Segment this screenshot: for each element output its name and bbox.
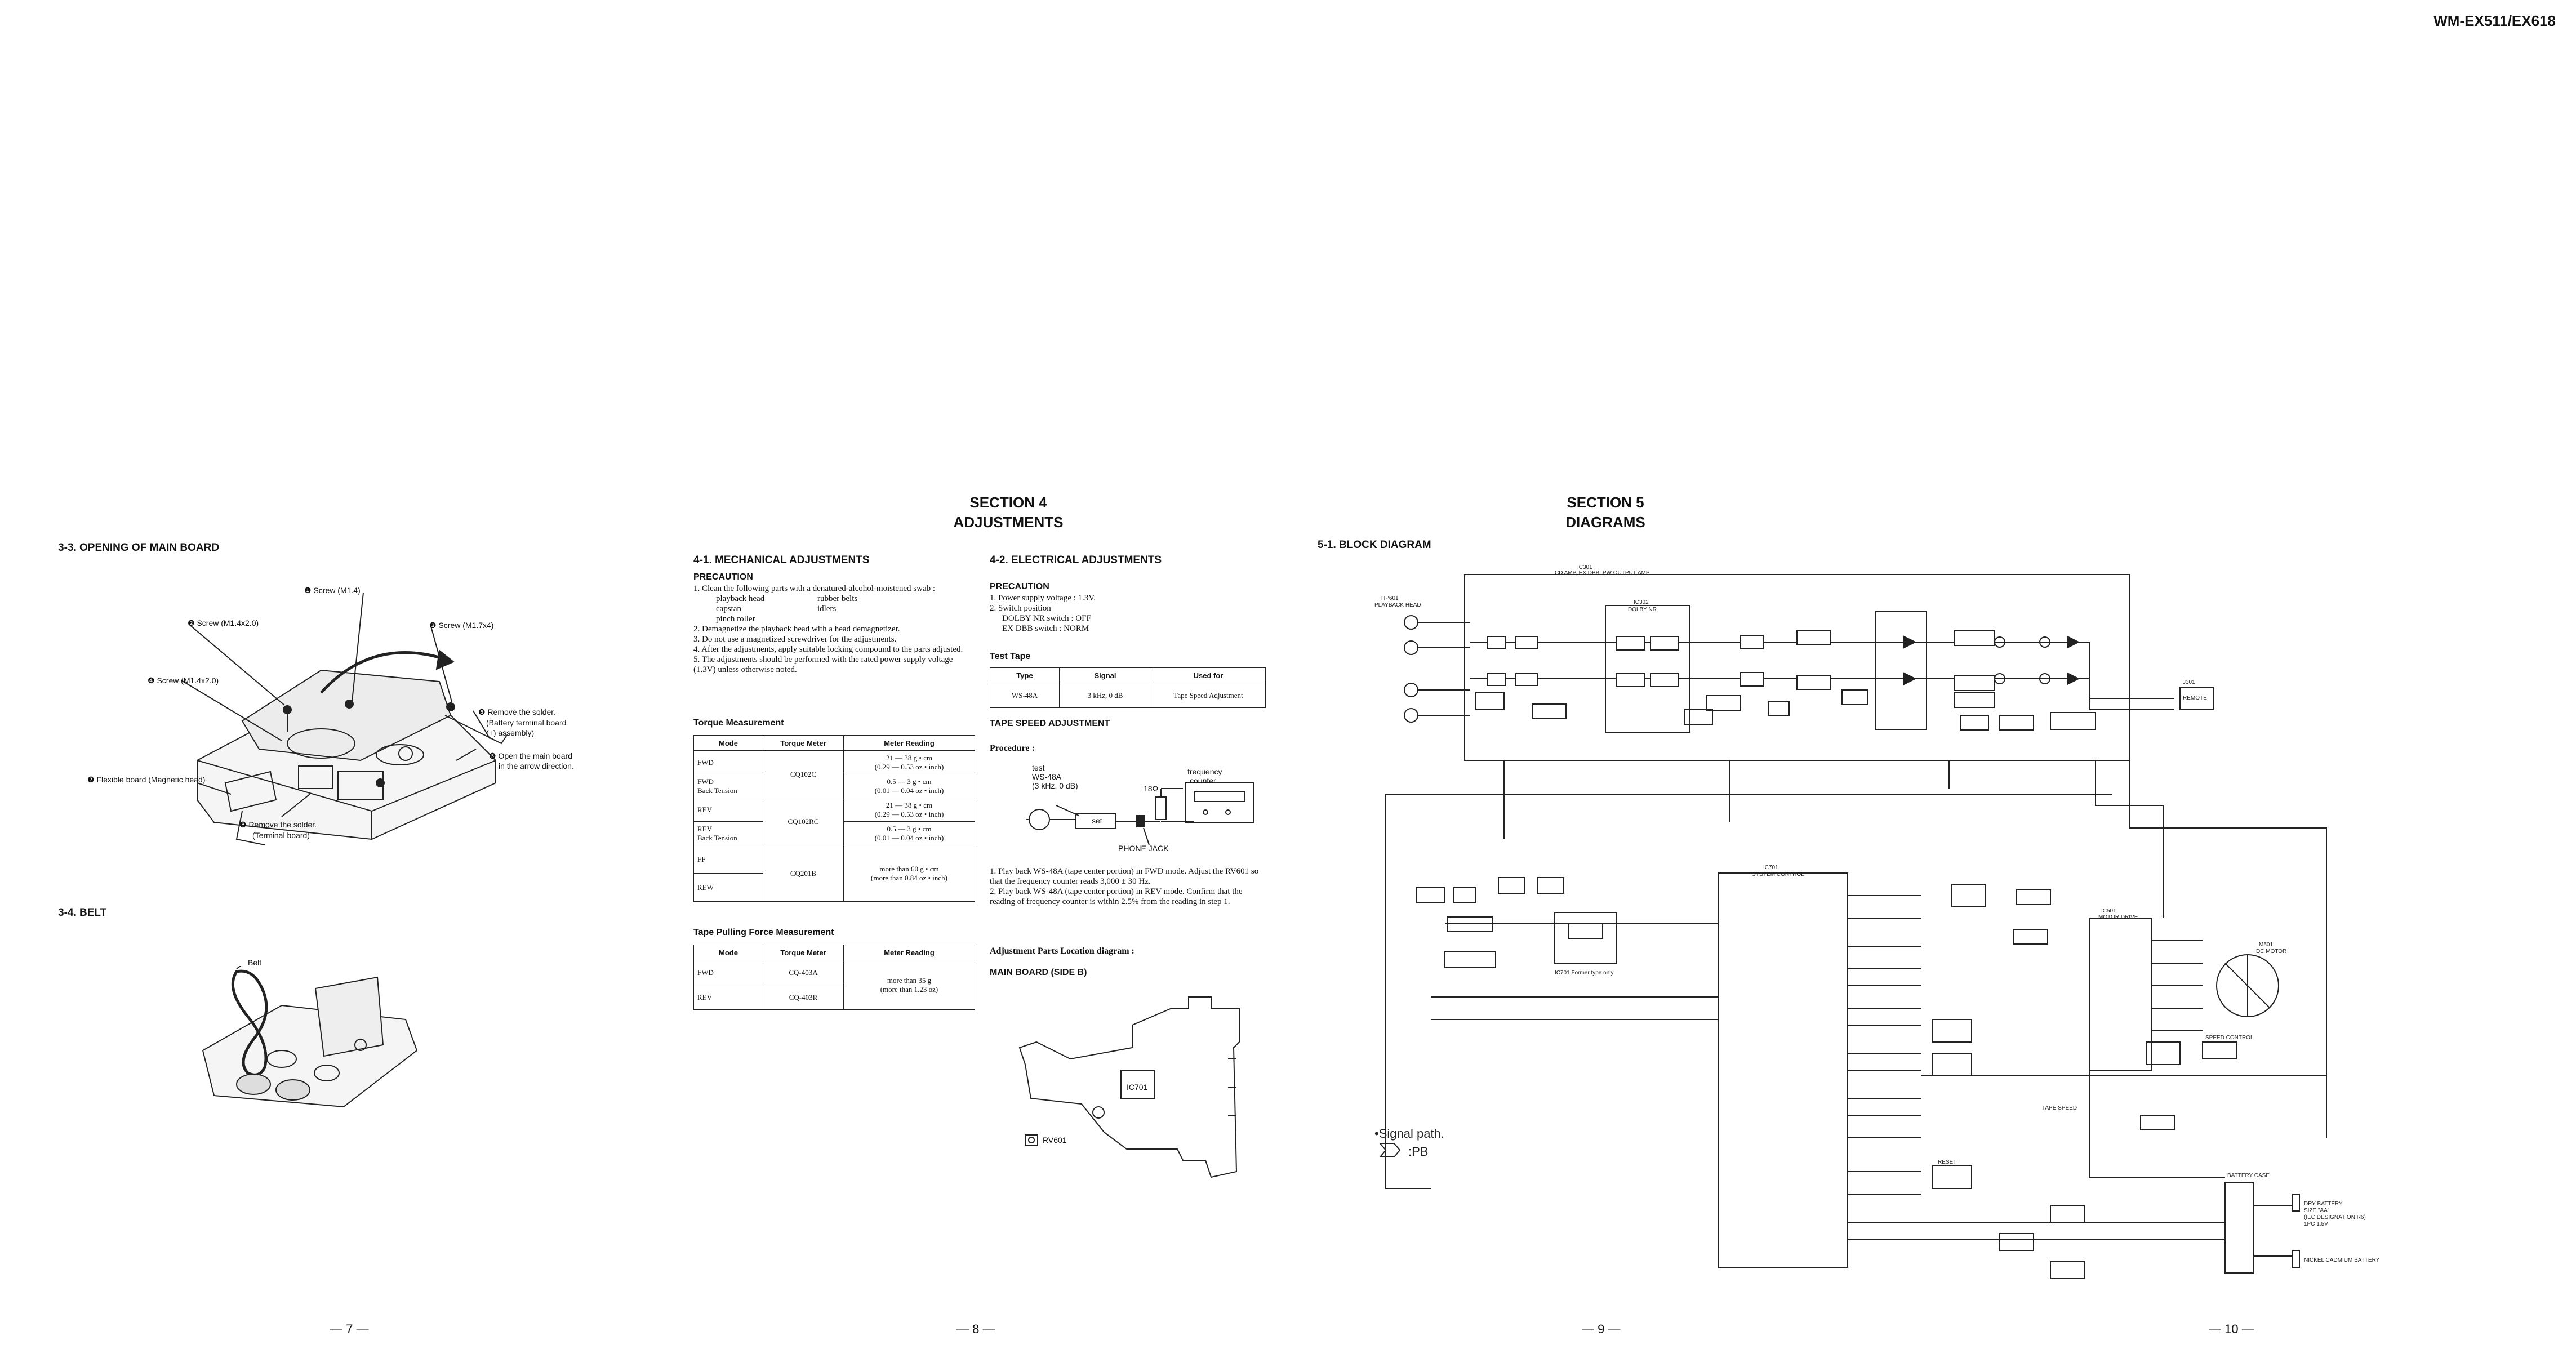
callout-terminal-board: (Terminal board) <box>252 831 310 840</box>
document-model: WM-EX511/EX618 <box>2433 12 2556 29</box>
label-dry-battery: DRY BATTERY <box>2304 1201 2343 1207</box>
callout-flexible-board: ❼ Flexible board (Magnetic head) <box>87 775 206 784</box>
label-dry-battery-size: SIZE "AA" <box>2304 1208 2330 1214</box>
label-ic302: IC302 <box>1634 599 1649 605</box>
proc-label-signal: (3 kHz, 0 dB) <box>1032 781 1078 790</box>
callout-screw-4: ❹ Screw (M1.4x2.0) <box>148 676 219 685</box>
block-diagram-title: 5-1. BLOCK DIAGRAM <box>1318 539 1431 551</box>
label-battery-case: BATTERY CASE <box>2227 1173 2270 1179</box>
pulling-force-title: Tape Pulling Force Measurement <box>693 928 834 937</box>
mech-precaution-label: PRECAUTION <box>693 572 753 582</box>
tape-speed-adjustment-title: TAPE SPEED ADJUSTMENT <box>990 719 1110 728</box>
label-j301-desc: REMOTE <box>2183 695 2207 701</box>
label-speed-control: SPEED CONTROL <box>2205 1035 2254 1041</box>
adjustment-location-title: Adjustment Parts Location diagram : <box>990 946 1134 956</box>
test-tape-table: Type Signal Used for WS-48A 3 kHz, 0 dB … <box>990 667 1266 708</box>
label-ic302-desc: DOLBY NR <box>1628 607 1657 613</box>
label-ic301-desc: CD AMP, EX DBB, PW OUTPUT AMP <box>1555 570 1650 576</box>
board-label-rv601: RV601 <box>1043 1136 1067 1145</box>
procedure-steps: 1. Play back WS-48A (tape center portion… <box>990 867 1259 906</box>
tape-speed-setup-diagram <box>1026 782 1254 845</box>
test-tape-title: Test Tape <box>990 652 1031 661</box>
proc-label-ws48a: WS-48A <box>1032 772 1062 781</box>
elec-precaution-list: 1. Power supply voltage : 1.3V. 2. Switc… <box>990 594 1096 633</box>
block-diagram: IC301 CD AMP, EX DBB, PW OUTPUT AMP IC30… <box>1374 564 2380 1279</box>
label-ic501-desc: MOTOR DRIVE <box>2098 914 2138 920</box>
page-number-7: — 7 — <box>330 1322 369 1336</box>
label-ic301: IC301 <box>1577 564 1592 571</box>
section-3-3-title: 3-3. OPENING OF MAIN BOARD <box>58 542 220 554</box>
main-board-side-b-title: MAIN BOARD (SIDE B) <box>990 968 1087 977</box>
callout-screw-2: ❷ Screw (M1.4x2.0) <box>188 618 259 627</box>
page-number-10: — 10 — <box>2209 1322 2254 1336</box>
signal-path-legend: •Signal path. <box>1374 1126 1444 1141</box>
label-hp601: HP601 <box>1381 595 1399 602</box>
proc-label-counter: counter <box>1190 776 1216 785</box>
callout-battery-terminal: (Battery terminal board <box>486 718 567 727</box>
callout-remove-solder-battery: ❺ Remove the solder. <box>478 707 556 716</box>
label-j301: J301 <box>2183 679 2195 685</box>
mech-adjustments-title: 4-1. MECHANICAL ADJUSTMENTS <box>693 554 870 566</box>
proc-label-frequency: frequency <box>1187 767 1222 776</box>
section-5-heading: SECTION 5 <box>1567 494 1644 511</box>
pulling-force-table: Mode Torque Meter Meter Reading FWD CQ-4… <box>693 945 975 1010</box>
label-ic701-desc: SYSTEM CONTROL <box>1752 871 1804 878</box>
callout-battery-terminal-assembly: (+) assembly) <box>486 728 535 737</box>
label-tape-speed: TAPE SPEED <box>2042 1105 2077 1111</box>
main-board-exploded-illustration <box>181 592 508 845</box>
label-hp601-desc: PLAYBACK HEAD <box>1374 602 1421 608</box>
label-cpu-note: IC701 Former type only <box>1555 970 1614 976</box>
torque-table: Mode Torque Meter Meter Reading FWD CQ10… <box>693 735 975 902</box>
label-dry-battery-iec: (IEC DESIGNATION R6) <box>2304 1214 2366 1221</box>
section-4-heading: SECTION 4 <box>969 494 1047 511</box>
page-number-9: — 9 — <box>1582 1322 1621 1336</box>
board-label-ic701: IC701 <box>1127 1083 1148 1092</box>
proc-label-phone-jack: PHONE JACK <box>1118 844 1169 853</box>
belt-label: Belt <box>248 958 262 967</box>
proc-label-set: set <box>1092 816 1102 825</box>
label-ic501: IC501 <box>2101 908 2116 914</box>
label-ic701: IC701 <box>1763 865 1778 871</box>
label-m501-desc: DC MOTOR <box>2256 949 2286 955</box>
belt-illustration <box>202 966 418 1108</box>
callout-screw-3: ❸ Screw (M1.7x4) <box>429 621 494 630</box>
procedure-label: Procedure : <box>990 743 1035 753</box>
elec-precaution-label: PRECAUTION <box>990 582 1049 591</box>
label-dry-battery-voltage: 1PC 1.5V <box>2304 1221 2328 1227</box>
page-number-8: — 8 — <box>956 1322 995 1336</box>
callout-arrow-direction: in the arrow direction. <box>499 762 574 771</box>
section-4-title: ADJUSTMENTS <box>953 514 1064 531</box>
callout-screw-1: ❶ Screw (M1.4) <box>304 586 361 595</box>
label-reset: RESET <box>1938 1159 1956 1165</box>
section-3-4-title: 3-4. BELT <box>58 907 107 919</box>
label-nicad-battery: NICKEL CADMIUM BATTERY <box>2304 1257 2380 1263</box>
proc-label-resistor: 18Ω <box>1144 784 1159 793</box>
section-5-title: DIAGRAMS <box>1565 514 1645 531</box>
main-board-side-b-diagram <box>1018 996 1240 1178</box>
mech-precaution-list: 1. Clean the following parts with a dena… <box>693 584 963 674</box>
signal-path-pb: :PB <box>1408 1145 1428 1159</box>
proc-label-test: test <box>1032 763 1045 772</box>
elec-adjustments-title: 4-2. ELECTRICAL ADJUSTMENTS <box>990 554 1162 566</box>
label-m501: M501 <box>2259 942 2273 948</box>
callout-open-main-board: ❻ Open the main board <box>489 751 572 760</box>
torque-measurement-title: Torque Measurement <box>693 718 784 728</box>
callout-remove-solder-terminal: ❽ Remove the solder. <box>239 820 317 829</box>
